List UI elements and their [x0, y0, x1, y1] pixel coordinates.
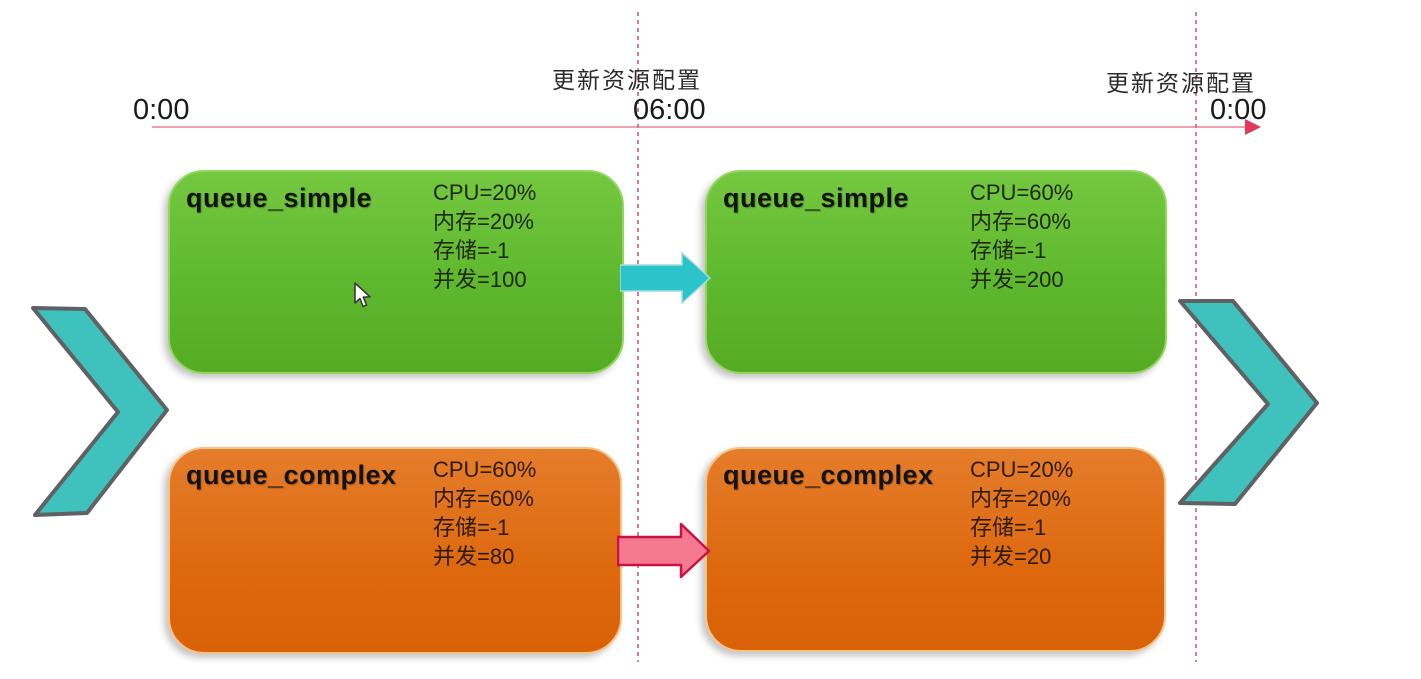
timeline-start-time: 0:00: [133, 94, 190, 126]
stat-memory: 内存=20%: [970, 486, 1071, 511]
stat-cpu: CPU=20%: [970, 457, 1074, 482]
stat-cpu: CPU=60%: [970, 180, 1074, 205]
stat-storage: 存储=-1: [433, 238, 510, 263]
stat-storage: 存储=-1: [970, 238, 1047, 263]
queue-stats: CPU=60% 内存=60% 存储=-1 并发=80: [433, 455, 536, 571]
stat-cpu: CPU=60%: [433, 457, 537, 482]
cyan-arrow-icon: [620, 251, 712, 305]
queue-complex-before-box: queue_complex CPU=60% 内存=60% 存储=-1 并发=80: [168, 447, 622, 654]
stat-storage: 存储=-1: [433, 515, 510, 540]
queue-stats: CPU=20% 内存=20% 存储=-1 并发=100: [433, 178, 536, 294]
timeline-axis: [152, 126, 1252, 128]
stat-concurrency: 并发=80: [433, 544, 515, 569]
queue-title: queue_complex: [186, 460, 397, 490]
update-config-label-2: 更新资源配置: [1106, 70, 1256, 96]
queue-simple-after-box: queue_simple CPU=60% 内存=60% 存储=-1 并发=200: [705, 170, 1167, 374]
update-config-label-1: 更新资源配置: [552, 67, 702, 93]
queue-complex-after-box: queue_complex CPU=20% 内存=20% 存储=-1 并发=20: [705, 447, 1166, 652]
stat-concurrency: 并发=200: [970, 267, 1064, 292]
timeline-end-time: 0:00: [1210, 94, 1267, 126]
queue-title: queue_simple: [186, 183, 373, 213]
timeline-arrowhead-icon: [1245, 119, 1261, 135]
queue-simple-before-box: queue_simple CPU=20% 内存=20% 存储=-1 并发=100: [168, 170, 624, 374]
stat-concurrency: 并发=100: [433, 267, 527, 292]
left-chevron-icon: [31, 306, 169, 517]
pink-arrow-icon: [617, 522, 711, 579]
stat-memory: 内存=60%: [433, 486, 534, 511]
dashed-marker-0000: [1195, 12, 1197, 662]
dashed-marker-0600: [637, 12, 639, 662]
queue-title: queue_simple: [723, 183, 910, 213]
stat-storage: 存储=-1: [970, 515, 1047, 540]
queue-stats: CPU=60% 内存=60% 存储=-1 并发=200: [970, 178, 1073, 294]
stat-cpu: CPU=20%: [433, 180, 537, 205]
mouse-cursor-icon: [354, 282, 371, 308]
right-chevron-icon: [1178, 299, 1319, 506]
queue-stats: CPU=20% 内存=20% 存储=-1 并发=20: [970, 455, 1073, 571]
queue-title: queue_complex: [723, 460, 934, 490]
stat-concurrency: 并发=20: [970, 544, 1052, 569]
stat-memory: 内存=20%: [433, 209, 534, 234]
stat-memory: 内存=60%: [970, 209, 1071, 234]
timeline-mid-time: 06:00: [633, 94, 706, 126]
